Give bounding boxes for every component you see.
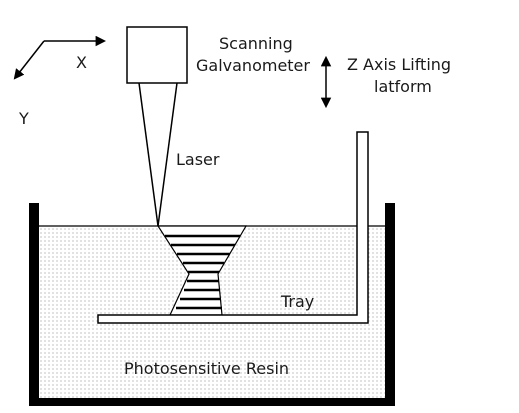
tray-label: Tray: [280, 292, 314, 311]
laser-label: Laser: [176, 150, 220, 169]
printed-part: [156, 225, 248, 316]
lifting-platform: [97, 131, 369, 324]
lift-label-line1: Z Axis Lifting: [347, 55, 451, 74]
axis-indicator: X Y: [13, 35, 107, 128]
y-axis-arrow: [13, 40, 45, 80]
scanner-label-line1: Scanning: [219, 34, 293, 53]
resin-label: Photosensitive Resin: [124, 359, 289, 378]
y-axis-label: Y: [18, 109, 29, 128]
laser-beam: [138, 82, 178, 227]
lift-label-line2: latform: [374, 77, 432, 96]
scanner-label-line2: Galvanometer: [196, 56, 310, 75]
resin-vat: [29, 203, 395, 406]
x-axis-label: X: [76, 53, 87, 72]
scanning-galvanometer-box: [126, 26, 188, 84]
